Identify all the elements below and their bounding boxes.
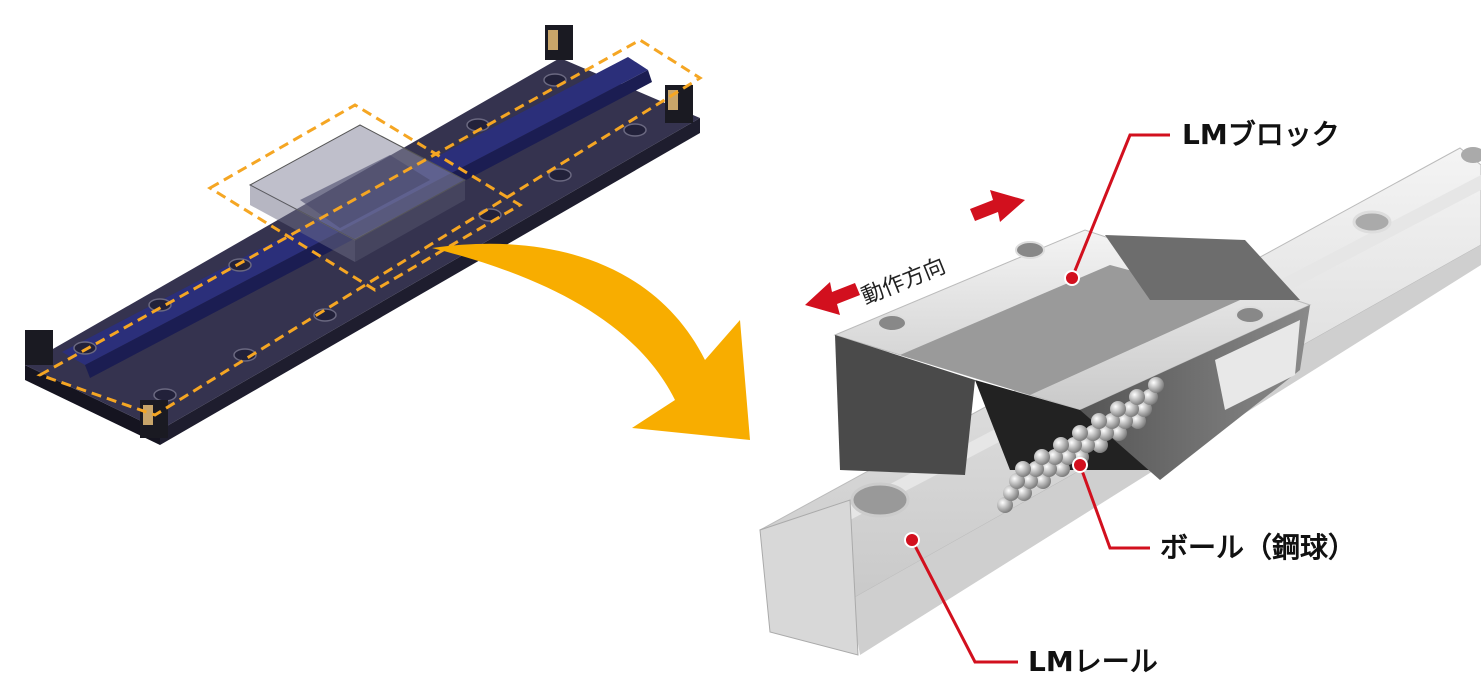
steel-ball	[1016, 485, 1032, 501]
steel-ball	[1034, 449, 1050, 465]
direction-arrows	[805, 190, 1025, 315]
block-marker	[1064, 270, 1080, 286]
steel-ball	[1072, 425, 1088, 441]
steel-ball	[1079, 437, 1095, 453]
steel-ball	[1110, 401, 1126, 417]
steel-ball	[1136, 401, 1152, 417]
lm-block-label: LMブロック	[1182, 118, 1340, 151]
steel-ball	[1091, 413, 1107, 429]
steel-ball	[1066, 437, 1082, 453]
rail-marker	[904, 532, 920, 548]
steel-ball	[1060, 449, 1076, 465]
steel-ball	[1009, 473, 1025, 489]
steel-ball	[1054, 461, 1070, 477]
steel-ball	[1148, 377, 1164, 393]
steel-ball	[1123, 401, 1139, 417]
steel-ball	[1130, 413, 1146, 429]
steel-ball	[1117, 413, 1133, 429]
steel-ball	[1003, 485, 1019, 501]
steel-ball	[1015, 461, 1031, 477]
base-assembly	[25, 25, 703, 445]
steel-ball	[1047, 449, 1063, 465]
steel-ball	[1129, 389, 1145, 405]
steel-ball	[1142, 389, 1158, 405]
steel-ball	[1111, 425, 1127, 441]
steel-ball	[1104, 413, 1120, 429]
steel-ball	[1053, 437, 1069, 453]
steel-ball	[1041, 461, 1057, 477]
steel-ball	[1022, 473, 1038, 489]
steel-ball	[1092, 437, 1108, 453]
leader-lines	[910, 133, 1170, 664]
lm-rail-label: LMレール	[1028, 645, 1158, 678]
steel-balls	[997, 377, 1164, 513]
ball-label: ボール（鋼球）	[1160, 531, 1357, 564]
steel-ball	[1028, 461, 1044, 477]
dashed-outline	[36, 38, 703, 417]
steel-ball	[1098, 425, 1114, 441]
transition-arrow	[432, 243, 750, 440]
ball-marker	[1072, 457, 1088, 473]
lm-block-illustration	[833, 229, 1312, 513]
steel-ball	[1035, 473, 1051, 489]
steel-ball	[1085, 425, 1101, 441]
steel-ball	[997, 497, 1013, 513]
